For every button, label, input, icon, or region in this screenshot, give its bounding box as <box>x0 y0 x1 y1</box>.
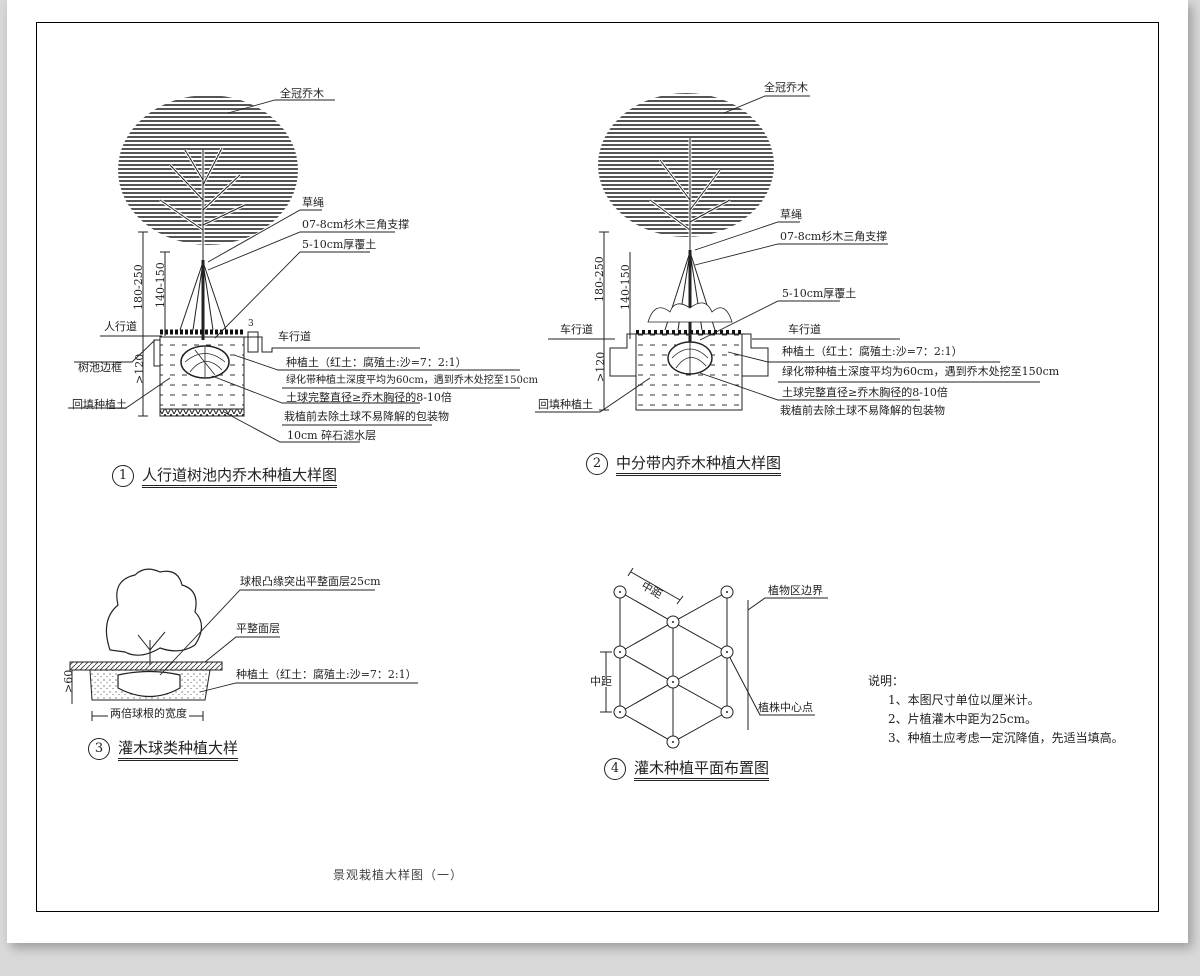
d1-drain-label: 10cm 碎石滤水层 <box>287 429 377 442</box>
note-item: 1、本图尺寸单位以厘米计。 <box>888 693 1040 707</box>
d1-root-ball-label: 土球完整直径≥乔木胸径的8-10倍 <box>286 391 452 404</box>
d1-soil-depth-label: 绿化带种植土深度平均为60cm，遇到乔木处挖至150cm <box>286 375 538 386</box>
d1-mulch-label: 5-10cm厚覆土 <box>302 238 377 251</box>
d2-roadway-left-label: 车行道 <box>560 323 593 336</box>
detail1-tree <box>118 95 298 340</box>
d2-number-badge: 2 <box>586 453 608 475</box>
d3-width-label: 两倍球根的宽度 <box>108 707 189 720</box>
d2-backfill-label: 回填种植土 <box>538 398 593 411</box>
d3-dim-depth: >60 <box>62 669 75 693</box>
d2-dim-support: 140-150 <box>619 264 632 310</box>
d3-surface-label: 平整面层 <box>236 622 280 635</box>
d2-dim-depth: >120 <box>594 351 607 382</box>
d1-dim-depth: >120 <box>133 353 146 384</box>
d1-pit-frame-label: 树池边框 <box>78 361 122 374</box>
d4-title-text: 灌木种植平面布置图 <box>634 759 770 781</box>
d3-ball-edge-label: 球根凸缘突出平整面层25cm <box>240 575 381 588</box>
d1-dim-total: 180-250 <box>132 264 145 310</box>
notes-heading: 说明： <box>868 674 905 688</box>
d2-title-text: 中分带内乔木种植大样图 <box>616 454 782 476</box>
drawing-frame <box>36 22 1159 912</box>
d3-title-text: 灌木球类种植大样 <box>118 739 239 761</box>
d1-roadway-label: 车行道 <box>278 330 311 343</box>
d1-wrap-label: 栽植前去除土球不易降解的包装物 <box>284 410 449 423</box>
d3-number-badge: 3 <box>88 738 110 760</box>
d4-spacing-vert-label: 中距 <box>590 675 612 688</box>
detail2-leaders <box>535 95 1040 413</box>
sheet-title: 景观栽植大样图（一） <box>333 868 464 882</box>
d1-backfill-label: 回填种植土 <box>72 398 127 411</box>
d2-dim-total: 180-250 <box>593 256 606 302</box>
d2-soil-mix-label: 种植土（红土：腐殖土:沙=7：2:1） <box>782 345 963 358</box>
detail1-pit <box>100 231 420 417</box>
detail4-plant-centers <box>619 591 728 743</box>
d1-title-text: 人行道树池内乔木种植大样图 <box>142 466 338 488</box>
d2-straw-rope-label: 草绳 <box>780 208 802 221</box>
d3-soil-mix-label: 种植土（红土：腐殖土:沙=7：2:1） <box>236 668 417 681</box>
d2-support-label: 07-8cm杉木三角支撑 <box>780 230 888 243</box>
detail2-tree <box>598 93 774 345</box>
d3-title: 3 灌木球类种植大样 <box>88 737 239 761</box>
notes-block: 说明： 1、本图尺寸单位以厘米计。 2、片植灌木中距为25cm。 3、种植土应考… <box>868 672 1124 748</box>
d2-wrap-label: 栽植前去除土球不易降解的包装物 <box>780 404 945 417</box>
d2-soil-depth-label: 绿化带种植土深度平均为60cm，遇到乔木处挖至150cm <box>782 365 1060 378</box>
d2-root-ball-label: 土球完整直径≥乔木胸径的8-10倍 <box>782 386 948 399</box>
d2-title: 2 中分带内乔木种植大样图 <box>586 452 782 476</box>
note-item: 3、种植土应考虑一定沉降值，先适当填高。 <box>888 731 1124 745</box>
d1-sidewalk-label: 人行道 <box>104 320 137 333</box>
d1-soil-mix-label: 种植土（红土：腐殖土:沙=7：2:1） <box>286 356 467 369</box>
d4-title: 4 灌木种植平面布置图 <box>604 757 770 781</box>
d4-number-badge: 4 <box>604 758 626 780</box>
note-item: 2、片植灌木中距为25cm。 <box>888 712 1038 726</box>
d2-mulch-label: 5-10cm厚覆土 <box>782 287 857 300</box>
detail1-leaders <box>68 99 520 443</box>
d1-crown-label: 全冠乔木 <box>280 87 324 100</box>
d4-center-point-label: 植株中心点 <box>758 701 813 714</box>
detail2-pit <box>548 231 900 411</box>
d2-crown-label: 全冠乔木 <box>764 81 808 94</box>
d1-dim-support: 140-150 <box>154 262 167 308</box>
detail3-shrub <box>69 568 223 721</box>
d1-straw-rope-label: 草绳 <box>302 196 324 209</box>
d1-dim-small: 3 <box>248 319 254 329</box>
d1-title: 1 人行道树池内乔木种植大样图 <box>112 464 338 488</box>
d2-roadway-right-label: 车行道 <box>788 323 821 336</box>
detail3-leaders <box>159 589 418 693</box>
d1-support-label: 07-8cm杉木三角支撑 <box>302 218 410 231</box>
d4-boundary-label: 植物区边界 <box>768 584 823 597</box>
d1-number-badge: 1 <box>112 465 134 487</box>
